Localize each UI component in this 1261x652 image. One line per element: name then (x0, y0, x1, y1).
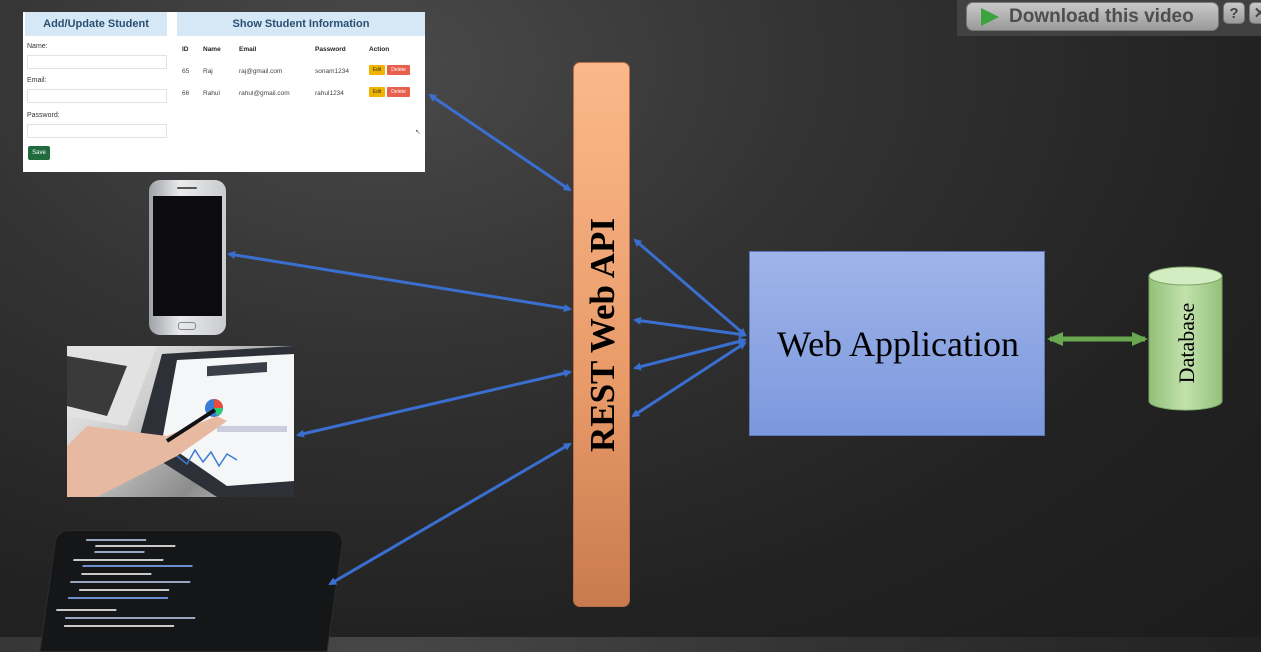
student-web-form-screenshot: Add/Update Student Name: Email: Password… (23, 12, 425, 172)
phone-speaker (177, 187, 197, 189)
form-to-api-arrow (428, 93, 572, 192)
column-header-password: Password (315, 46, 346, 53)
tablet-to-api-arrow (296, 369, 572, 438)
email-label: Email: (27, 77, 47, 84)
phone-screen (153, 196, 222, 316)
student-table-header: ID Name Email Password Action (177, 46, 425, 58)
name-input[interactable] (27, 55, 167, 69)
delete-button[interactable]: Delete (387, 65, 410, 75)
row-id: 66 (182, 90, 190, 97)
edit-button[interactable]: Edit (369, 87, 385, 97)
phone-home-button (178, 322, 196, 330)
password-label: Password: (27, 112, 60, 119)
password-input[interactable] (27, 124, 167, 138)
smartphone-image (149, 180, 226, 335)
add-update-student-panel: Add/Update Student Name: Email: Password… (25, 12, 167, 172)
laptop-code-image (39, 530, 345, 652)
row-password: rahul1234 (315, 90, 344, 97)
close-button[interactable]: ✕ (1249, 2, 1261, 24)
row-password: sonam1234 (315, 68, 349, 75)
tablet-dashboard-illustration (67, 346, 294, 497)
code-lines-illustration (56, 539, 196, 627)
database-label: Database (1174, 302, 1199, 384)
connection-arrows (227, 93, 1148, 586)
row-id: 65 (182, 68, 190, 75)
diagram-canvas: Add/Update Student Name: Email: Password… (23, 0, 1261, 652)
save-button[interactable]: Save (28, 146, 50, 160)
name-label: Name: (27, 43, 48, 50)
add-update-student-title: Add/Update Student (25, 12, 167, 36)
row-email: rahul@gmail.com (239, 90, 290, 97)
api-to-webapp-arrow-4 (631, 341, 747, 418)
delete-button[interactable]: Delete (387, 87, 410, 97)
laptop-to-api-arrow (328, 442, 572, 586)
rest-web-api-bar (573, 62, 630, 607)
show-student-information-panel: Show Student Information ID Name Email P… (177, 12, 425, 172)
table-row: 66 Rahul rahul@gmail.com rahul1234 Edit … (177, 87, 425, 112)
download-video-button[interactable]: Download this video (966, 2, 1219, 31)
download-video-label: Download this video (1009, 6, 1194, 27)
api-to-webapp-arrow-2 (633, 316, 747, 339)
row-name: Rahul (203, 90, 220, 97)
column-header-action: Action (369, 46, 390, 53)
play-icon (981, 8, 999, 26)
web-application-box: Web Application (749, 251, 1045, 436)
column-header-name: Name (203, 46, 221, 53)
tablet-dashboard-photo (67, 346, 294, 497)
database-cylinder (1148, 266, 1223, 411)
web-application-label: Web Application (776, 324, 1020, 364)
table-row: 65 Raj raj@gmail.com sonam1234 Edit Dele… (177, 65, 425, 90)
column-header-id: ID (182, 46, 189, 53)
help-button[interactable]: ? (1223, 2, 1245, 24)
row-email: raj@gmail.com (239, 68, 283, 75)
row-name: Raj (203, 68, 213, 75)
rest-web-api-label: REST Web API (583, 217, 622, 453)
student-table: ID Name Email Password Action 65 Raj raj… (177, 46, 425, 112)
edit-button[interactable]: Edit (369, 65, 385, 75)
phone-to-api-arrow (227, 251, 572, 312)
column-header-email: Email (239, 46, 257, 53)
email-input[interactable] (27, 89, 167, 103)
show-student-information-title: Show Student Information (177, 12, 425, 36)
mouse-cursor-icon: ↖ (415, 129, 421, 136)
